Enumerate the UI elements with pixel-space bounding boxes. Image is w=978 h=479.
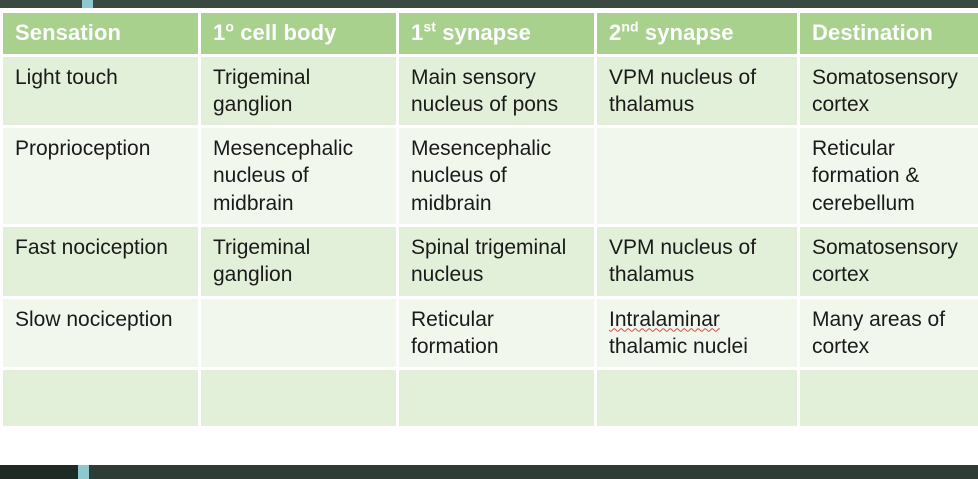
cell-first-synapse [399, 370, 594, 427]
column-header-first-synapse: 1st synapse [399, 13, 594, 54]
top-bar-position-marker [82, 0, 93, 8]
cell-primary-cell-body [201, 298, 396, 368]
column-header-sensation-label: Sensation [15, 20, 122, 45]
cell-destination [800, 370, 978, 427]
cell-first-synapse: Spinal trigeminal nucleus [399, 227, 594, 296]
column-header-first-synapse-num: 1 [411, 20, 424, 45]
table-row: Fast nociception Trigeminal ganglion Spi… [3, 227, 978, 296]
cell-destination: Somatosensory cortex [800, 227, 978, 296]
column-header-primary-cell-body-num: 1 [213, 20, 226, 45]
sensory-pathways-table-container: Sensation 1o cell body 1st synapse 2nd s… [0, 10, 978, 429]
table-header: Sensation 1o cell body 1st synapse 2nd s… [3, 13, 978, 54]
cell-primary-cell-body: Mesencephalic nucleus of midbrain [201, 128, 396, 225]
cell-sensation: Proprioception [3, 128, 198, 225]
cell-second-synapse [597, 128, 797, 225]
cell-first-synapse: Main sensory nucleus of pons [399, 56, 594, 126]
misspelled-word: Intralaminar [609, 307, 720, 331]
cell-destination: Reticular formation & cerebellum [800, 128, 978, 225]
column-header-primary-cell-body: 1o cell body [201, 13, 396, 54]
column-header-destination: Destination [800, 13, 978, 54]
column-header-primary-cell-body-rest: cell body [234, 20, 337, 45]
cell-first-synapse: Mesencephalic nucleus of midbrain [399, 128, 594, 225]
cell-second-synapse: VPM nucleus of thalamus [597, 56, 797, 126]
table-row: Light touch Trigeminal ganglion Main sen… [3, 56, 978, 126]
table-body: Light touch Trigeminal ganglion Main sen… [3, 56, 978, 427]
column-header-second-synapse-num: 2 [609, 20, 622, 45]
table-header-row: Sensation 1o cell body 1st synapse 2nd s… [3, 13, 978, 54]
column-header-primary-cell-body-sup: o [225, 18, 234, 35]
cell-second-synapse: VPM nucleus of thalamus [597, 227, 797, 296]
cell-primary-cell-body [201, 370, 396, 427]
column-header-first-synapse-rest: synapse [436, 20, 531, 45]
cell-destination: Many areas of cortex [800, 298, 978, 368]
bottom-chrome-bar [0, 465, 978, 479]
table-row-empty [3, 370, 978, 427]
bottom-bar-position-marker [78, 465, 89, 479]
column-header-destination-label: Destination [812, 20, 933, 45]
cell-primary-cell-body: Trigeminal ganglion [201, 56, 396, 126]
column-header-sensation: Sensation [3, 13, 198, 54]
cell-second-synapse [597, 370, 797, 427]
top-chrome-bar [0, 0, 978, 8]
column-header-second-synapse-sup: nd [621, 18, 639, 35]
column-header-second-synapse-rest: synapse [638, 20, 734, 45]
sensory-pathways-table: Sensation 1o cell body 1st synapse 2nd s… [0, 10, 978, 429]
table-row: Proprioception Mesencephalic nucleus of … [3, 128, 978, 225]
table-row: Slow nociception Reticular formation Int… [3, 298, 978, 368]
bottom-bar-dark-segment [0, 465, 78, 479]
cell-primary-cell-body: Trigeminal ganglion [201, 227, 396, 296]
cell-destination: Somatosensory cortex [800, 56, 978, 126]
column-header-first-synapse-sup: st [423, 18, 436, 35]
cell-sensation: Slow nociception [3, 298, 198, 368]
cell-second-synapse-rest: thalamic nuclei [609, 334, 748, 358]
cell-sensation: Fast nociception [3, 227, 198, 296]
cell-first-synapse: Reticular formation [399, 298, 594, 368]
column-header-second-synapse: 2nd synapse [597, 13, 797, 54]
cell-sensation: Light touch [3, 56, 198, 126]
cell-second-synapse: Intralaminar thalamic nuclei [597, 298, 797, 368]
cell-sensation [3, 370, 198, 427]
